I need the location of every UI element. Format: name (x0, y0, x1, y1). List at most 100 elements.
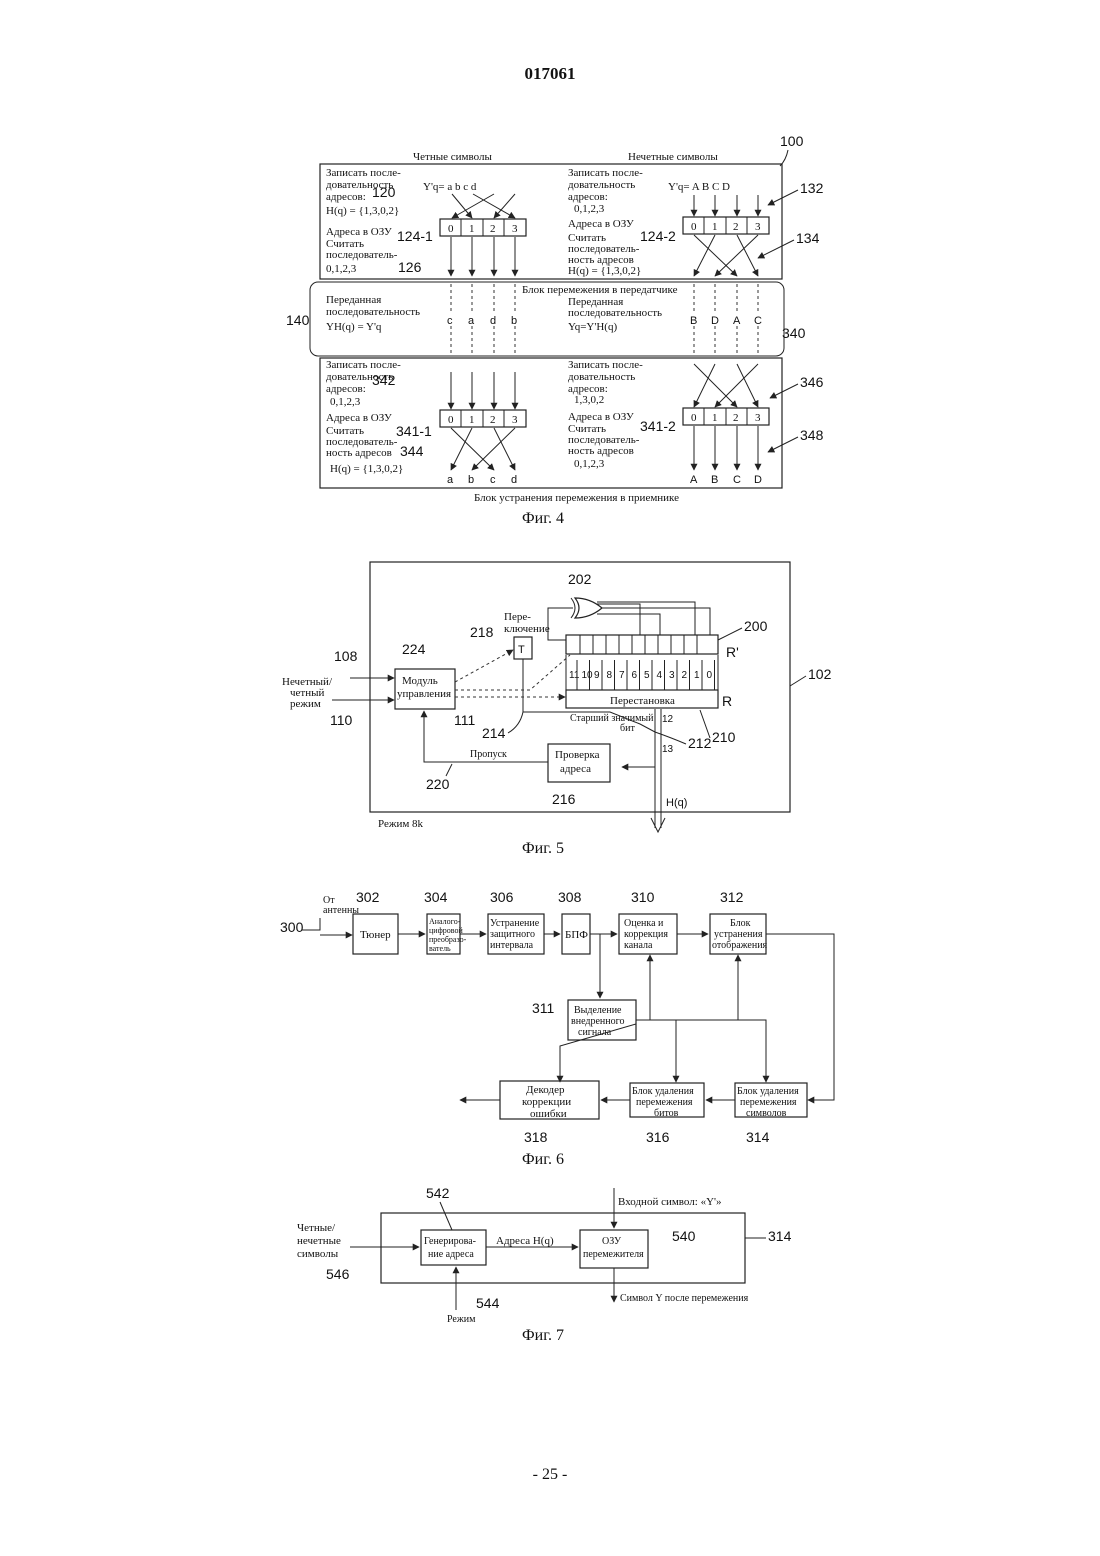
permutation-label: Перестановка (610, 695, 675, 707)
ref-341-2: 341-2 (640, 418, 676, 434)
ref-542-leader (440, 1202, 452, 1230)
even-y-symbols: Y'q= a b c d (423, 181, 477, 193)
ref-314-fig7: 314 (768, 1228, 792, 1244)
odd-write-arrows (694, 195, 758, 216)
ref-202: 202 (568, 571, 592, 587)
ref-200: 200 (744, 618, 768, 634)
odd-symbols-title: Нечетные символы (628, 151, 718, 163)
channel-l3: канала (624, 940, 653, 951)
odd-even-symbols-l2: нечетные (297, 1235, 341, 1247)
odd-write-seq-l1: Записать после- (568, 167, 643, 179)
figure-7: 314 542 Генерирова- ние адреса Четные/ н… (297, 1185, 792, 1344)
rx-even-write-l1: Записать после- (326, 359, 401, 371)
even-write-arrows (452, 194, 515, 218)
mode-label: Режим (447, 1314, 476, 1325)
rx-odd-out-symbol: D (754, 474, 762, 486)
bit-index: 10 (582, 670, 594, 681)
ram-cell: 1 (712, 412, 718, 424)
odd-ram-bottom: 0 1 2 3 (683, 408, 769, 425)
r-label: R (722, 693, 732, 709)
ref-212-leader (655, 732, 686, 744)
bit-index: 8 (607, 670, 613, 681)
bit-index: 0 (707, 670, 713, 681)
address-check-l2: адреса (560, 763, 591, 775)
symbol-interleaver-frame (381, 1213, 745, 1283)
rx-deinterleaver-label: Блок устранения перемежения в приемнике (474, 492, 679, 504)
adc-l3: преобразо- (429, 935, 467, 944)
ref-314: 314 (746, 1129, 770, 1145)
tx-even-symbol: b (511, 315, 517, 327)
embedded-l1: Выделение (574, 1005, 622, 1016)
rx-even-out: a b c d (447, 474, 517, 486)
ref-220-leader (446, 764, 452, 776)
ram-cell: 3 (755, 221, 761, 233)
ref-102-leader (790, 676, 806, 686)
ref-312: 312 (720, 889, 744, 905)
ref-348: 348 (800, 427, 824, 443)
ram-cell: 0 (448, 223, 454, 235)
rx-odd-read-arrows (694, 426, 758, 470)
antenna-leader (302, 918, 320, 930)
xor-gate (575, 598, 602, 618)
bit-index-row: 11109876543210 (566, 655, 718, 690)
shift-register-r-prime (566, 635, 718, 654)
ref-346: 346 (800, 374, 824, 390)
bit-13-label: 13 (662, 744, 674, 755)
rx-even-hq: H(q) = {1,3,0,2} (330, 463, 403, 475)
ram-cell: 3 (512, 414, 518, 426)
odd-read-hq: H(q) = {1,3,0,2} (568, 265, 641, 277)
rx-even-out-symbol: d (511, 474, 517, 486)
tx-even-symbol: a (468, 315, 475, 327)
figure-6: 300 От антенны 302 Тюнер 304 Аналого- ци… (280, 889, 834, 1168)
rx-odd-out-symbol: B (711, 474, 718, 486)
rx-even-read-l3: ность адресов (326, 447, 392, 459)
even-tx-formula: YH(q) = Y'q (326, 321, 382, 333)
decoder-l1: Декодер (526, 1084, 565, 1096)
ref-340: 340 (782, 325, 806, 341)
tx-interleaver-label: Блок перемежения в передатчике (522, 284, 678, 296)
rx-even-ram-addr: Адреса в ОЗУ (326, 412, 392, 424)
demap-l2: устранения (714, 929, 763, 940)
bit-index: 11 (569, 670, 580, 681)
ref-134: 134 (796, 230, 820, 246)
rx-odd-read-l3: ность адресов (568, 445, 634, 457)
embedded-l2: внедренного (571, 1016, 624, 1027)
channel-l2: коррекция (624, 929, 668, 940)
ref-318: 318 (524, 1129, 548, 1145)
input-symbol-label: Входной символ: «Y'» (618, 1196, 722, 1208)
rx-even-out-symbol: a (447, 474, 454, 486)
fig4-caption: Фиг. 4 (522, 510, 564, 527)
even-ram-bottom: 0 1 2 3 (440, 410, 526, 427)
even-read-seq-l2: последователь- (326, 249, 398, 261)
msb-label-l1: Старший значимый (570, 713, 654, 724)
fig6-caption: Фиг. 6 (522, 1151, 564, 1168)
ref-224: 224 (402, 641, 426, 657)
ref-546: 546 (326, 1266, 350, 1282)
odd-y-symbols: Y'q= A B C D (668, 181, 730, 193)
even-write-seq-l3: адресов: (326, 191, 366, 203)
ref-344: 344 (400, 443, 424, 459)
rx-odd-read-order: 0,1,2,3 (574, 458, 605, 470)
bit-deint-l3: битов (654, 1108, 679, 1119)
odd-ram-top: 0 1 2 3 (683, 217, 769, 234)
ref-316: 316 (646, 1129, 670, 1145)
rx-odd-write-arrows (694, 364, 758, 407)
tx-odd-symbol: C (754, 315, 762, 327)
ref-348-leader (768, 437, 798, 452)
odd-write-order: 0,1,2,3 (574, 203, 605, 215)
ref-120: 120 (372, 184, 396, 200)
adc-l2: цифровой (429, 926, 463, 935)
rx-even-write-order: 0,1,2,3 (330, 396, 361, 408)
even-write-seq-l1: Записать после- (326, 167, 401, 179)
ref-210: 210 (712, 729, 736, 745)
demap-l1: Блок (730, 918, 751, 929)
tuner-label: Тюнер (360, 929, 391, 941)
ram-cell: 1 (469, 414, 475, 426)
rx-odd-out-symbol: C (733, 474, 741, 486)
ram-cell: 0 (691, 221, 697, 233)
ram-cell: 1 (712, 221, 718, 233)
fig7-caption: Фиг. 7 (522, 1327, 564, 1344)
ref-126: 126 (398, 259, 422, 275)
ref-311: 311 (532, 1000, 555, 1016)
